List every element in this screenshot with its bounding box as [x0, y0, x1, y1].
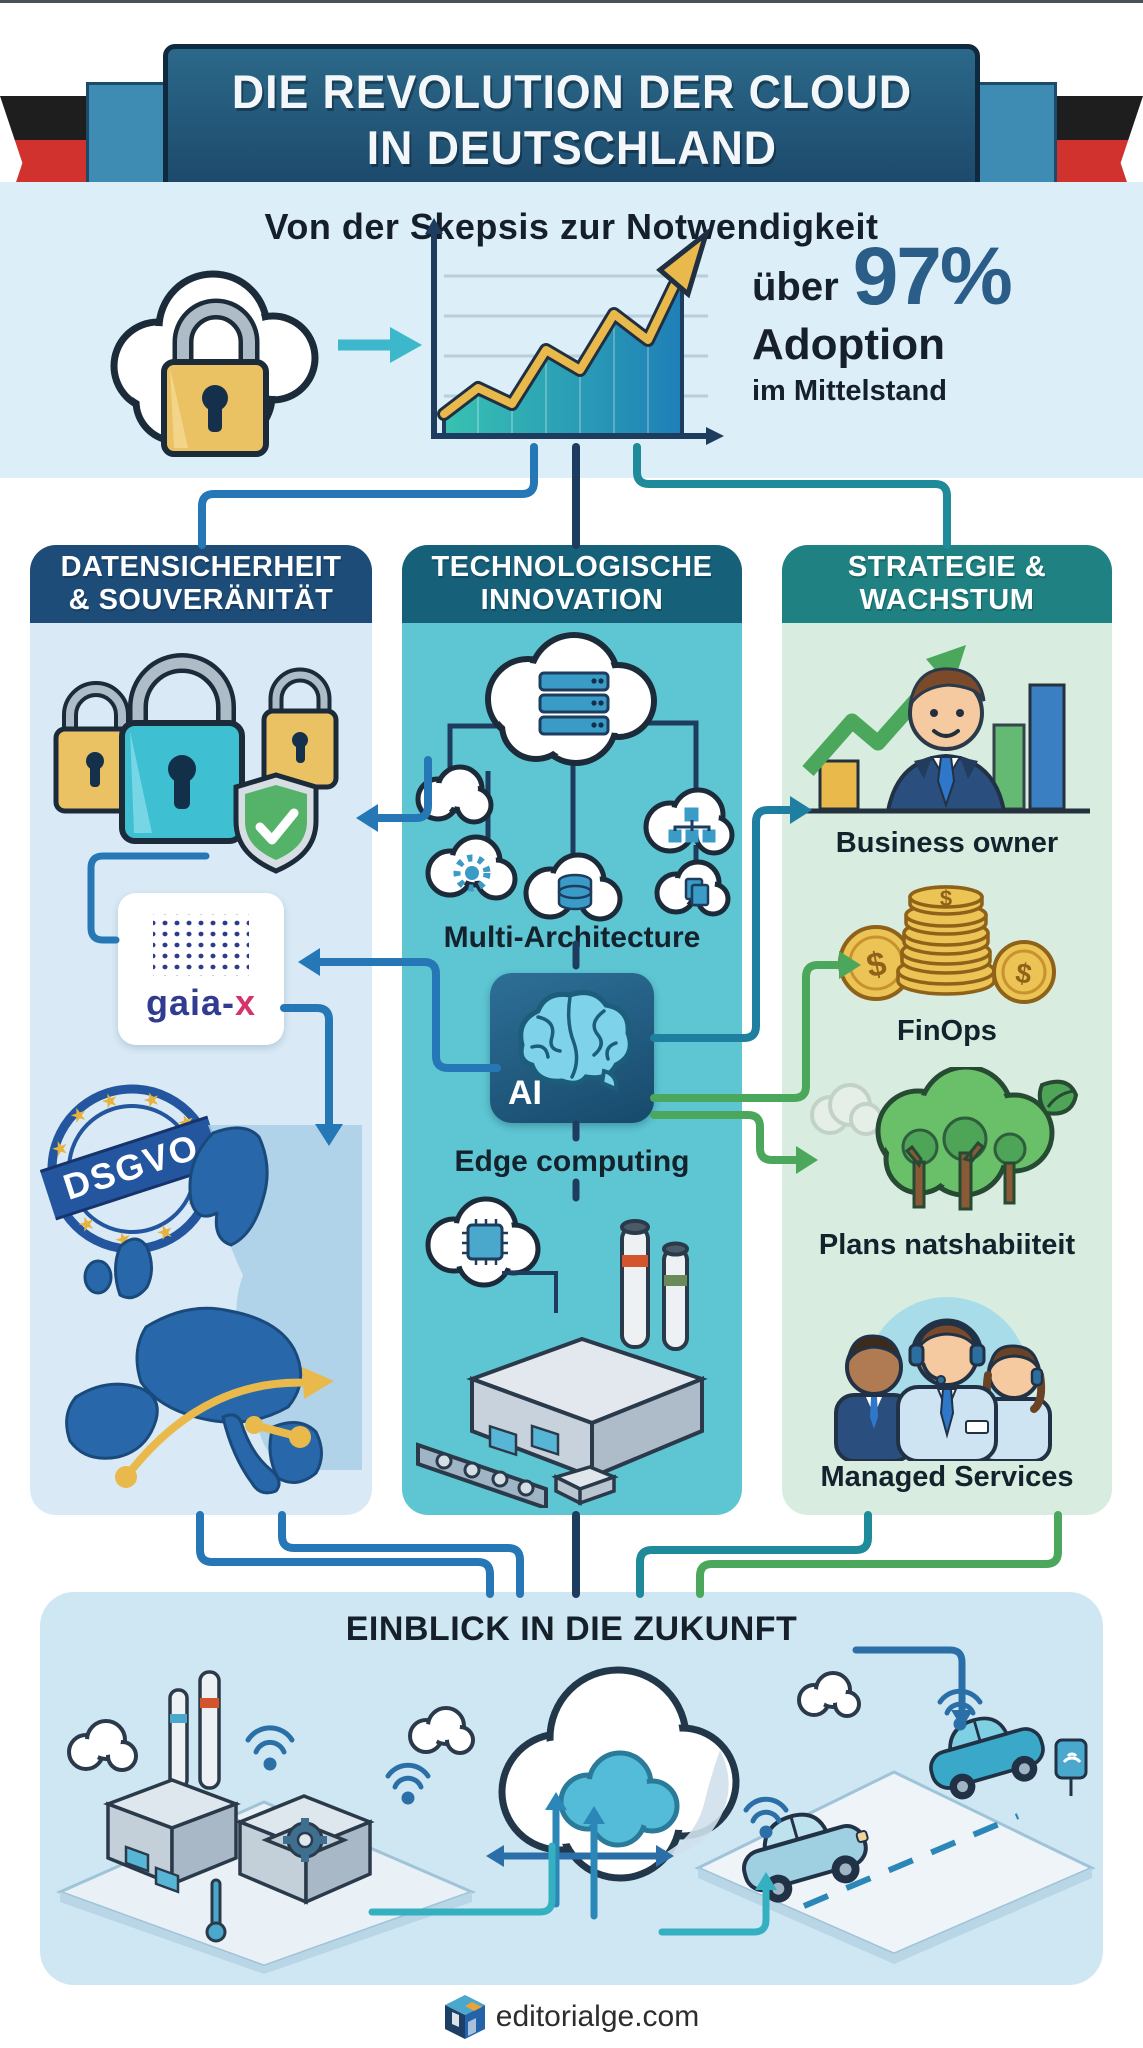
- locks-shield-icon: [53, 653, 339, 874]
- header-line2: WACHSTUM: [859, 584, 1035, 616]
- europe-map: [65, 1125, 362, 1495]
- stat-context: im Mittelstand: [752, 375, 947, 408]
- svg-text:★: ★: [155, 1221, 176, 1244]
- sustainability-trees-icon: [810, 1067, 1079, 1211]
- smart-factory-icon: [416, 1196, 708, 1508]
- header-line2: INNOVATION: [480, 584, 664, 616]
- main-title-line1: DIE REVOLUTION DER CLOUD: [231, 64, 912, 118]
- card-datensicherheit: DATENSICHERHEIT & SOUVERÄNITÄT gaia-x: [29, 545, 372, 1515]
- hero-section: Von der Skepsis zur Notwendigkeit: [0, 182, 1143, 478]
- hero-subtitle: Von der Skepsis zur Notwendigkeit: [264, 206, 879, 247]
- stat-prefix: über: [752, 265, 839, 310]
- svg-text:★: ★: [100, 1089, 121, 1112]
- managed-services-team-icon: [834, 1297, 1052, 1461]
- multi-architecture-label: Multi-Architecture: [443, 921, 701, 954]
- svg-text:★: ★: [69, 1104, 90, 1127]
- gaiax-logo-card: gaia-x: [118, 893, 284, 1045]
- header-line1: TECHNOLOGISCHE: [431, 550, 713, 583]
- editorialge-logo-icon: [444, 1994, 485, 2039]
- gaiax-logo-text: gaia-x: [146, 982, 256, 1024]
- business-owner-icon: [802, 645, 1090, 814]
- multi-cloud-network-icon: [415, 632, 735, 922]
- svg-text:$: $: [940, 886, 952, 911]
- stat-word: Adoption: [752, 320, 946, 370]
- header-line1: STRATEGIE &: [847, 550, 1047, 583]
- future-title: EINBLICK IN DIE ZUKUNFT: [345, 1610, 798, 1648]
- gaiax-text-main: gaia-: [145, 982, 235, 1023]
- finops-coins-icon: $ $ $: [838, 885, 1056, 1004]
- flow-arrow-icon: [338, 327, 422, 363]
- card-header-innovation: TECHNOLOGISCHE INNOVATION: [402, 545, 742, 623]
- gaiax-dot-matrix-icon: [153, 914, 249, 976]
- card-header-strategie: STRATEGIE & WACHSTUM: [782, 545, 1112, 623]
- future-cloud-icon: [498, 1666, 740, 1882]
- site-url: editorialge.com: [495, 1999, 700, 2033]
- adoption-stat: über 97% Adoption im Mittelstand: [752, 231, 1092, 408]
- banner-panel: DIE REVOLUTION DER CLOUD IN DEUTSCHLAND: [163, 44, 980, 196]
- footer: editorialge.com: [0, 1985, 1143, 2048]
- ai-label: AI: [508, 1074, 542, 1112]
- card-innovation: TECHNOLOGISCHE INNOVATION: [402, 545, 742, 1515]
- svg-text:★: ★: [77, 1213, 98, 1236]
- stat-value: 97%: [852, 231, 1013, 322]
- cloud-lock-icon: [110, 270, 319, 457]
- card-strategie: STRATEGIE & WACHSTUM Business owner: [782, 545, 1112, 1515]
- header-line2: & SOUVERÄNITÄT: [68, 584, 334, 616]
- managed-services-label: Managed Services: [820, 1461, 1074, 1493]
- svg-text:★: ★: [141, 1088, 162, 1111]
- card-header-datensicherheit: DATENSICHERHEIT & SOUVERÄNITÄT: [30, 545, 372, 623]
- ai-brain-box: AI: [490, 973, 654, 1123]
- gaiax-text-x: x: [235, 982, 257, 1023]
- sustainability-label: Plans natshabiiteit: [818, 1229, 1076, 1261]
- finops-label: FinOps: [897, 1015, 997, 1047]
- future-cars-icon: [694, 1671, 1096, 1964]
- header-line1: DATENSICHERHEIT: [60, 550, 342, 583]
- svg-text:★: ★: [50, 1137, 71, 1160]
- edge-computing-label: Edge computing: [454, 1145, 690, 1178]
- future-section: EINBLICK IN DIE ZUKUNFT: [40, 1592, 1103, 1985]
- business-owner-label: Business owner: [835, 827, 1059, 859]
- svg-text:$: $: [1013, 957, 1034, 990]
- future-factory-icon: [55, 1670, 477, 1974]
- growth-chart: [425, 218, 724, 445]
- top-border: [0, 0, 1143, 3]
- main-title-line2: IN DEUTSCHLAND: [366, 121, 777, 174]
